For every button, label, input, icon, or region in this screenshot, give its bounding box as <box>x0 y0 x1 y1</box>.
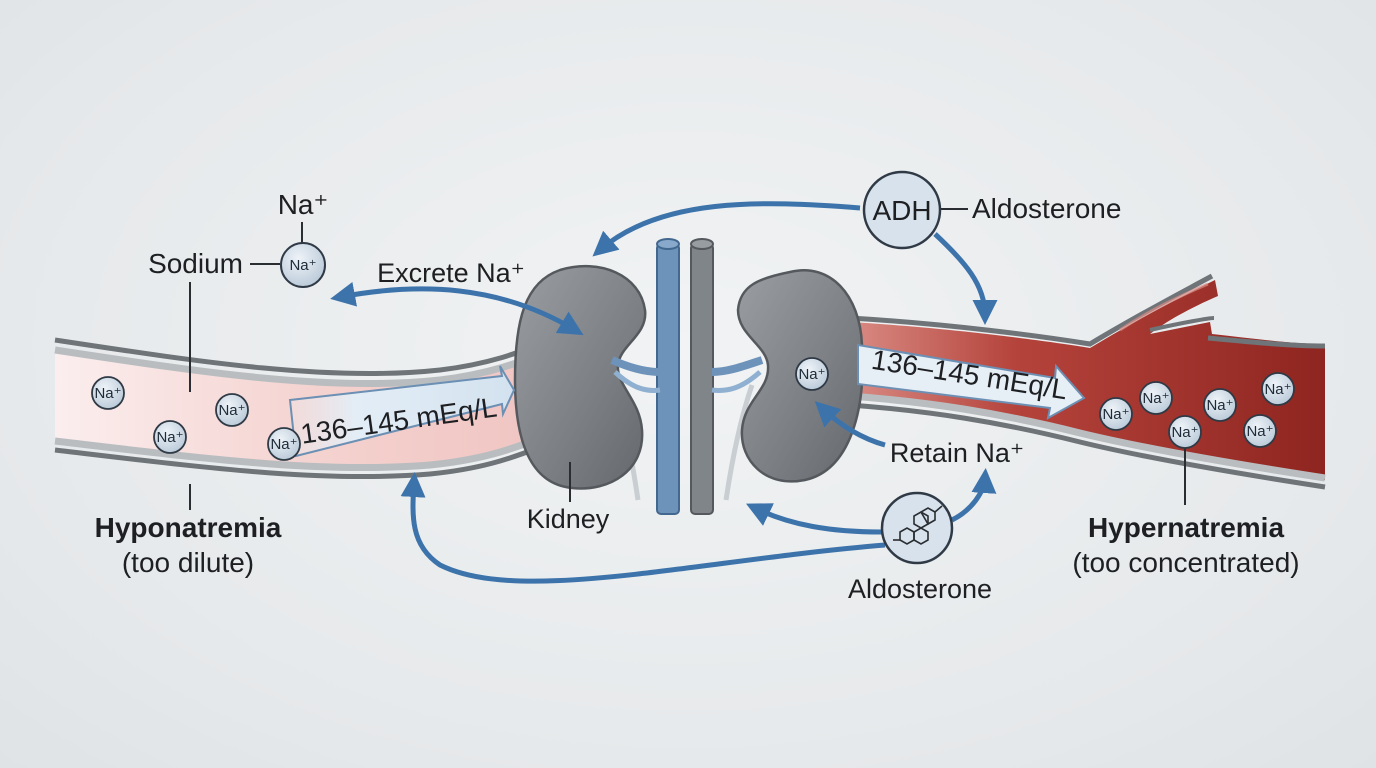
sodium-ion-top: Na⁺ <box>280 242 326 288</box>
sodium-ion: Na⁺ <box>1168 415 1202 449</box>
ion-label: Na⁺ <box>1171 424 1198 441</box>
aldosterone-top-label: Aldosterone <box>972 193 1121 224</box>
na-top-label: Na⁺ <box>278 189 329 220</box>
right-blood-vessel <box>849 273 1326 490</box>
ion-label: Na⁺ <box>94 385 121 402</box>
ion-label: Na⁺ <box>218 402 245 419</box>
hypernatremia-subtitle: (too concentrated) <box>1072 547 1299 578</box>
ions-left-vessel: Na⁺ Na⁺ Na⁺ Na⁺ <box>91 376 301 461</box>
sodium-label: Sodium <box>148 248 243 279</box>
adh-hormone-node: ADH <box>862 170 942 250</box>
ion-in-kidney: Na⁺ <box>795 357 829 391</box>
hyponatremia-title: Hyponatremia <box>95 512 282 543</box>
sodium-ion: Na⁺ <box>1139 381 1173 415</box>
sodium-ion: Na⁺ <box>795 357 829 391</box>
aldosterone-bottom-label: Aldosterone <box>848 574 992 604</box>
ion-label: Na⁺ <box>1206 397 1233 414</box>
hypernatremia-title: Hypernatremia <box>1088 512 1285 543</box>
ion-label: Na⁺ <box>1102 406 1129 423</box>
ion-label: Na⁺ <box>289 257 316 274</box>
regulation-arrows <box>330 201 998 584</box>
range-arrow-left <box>288 365 516 458</box>
ion-label: Na⁺ <box>156 429 183 446</box>
sodium-ion: Na⁺ <box>1243 414 1277 448</box>
connector-lines <box>189 208 1186 510</box>
ion-label: Na⁺ <box>1264 381 1291 398</box>
ion-label: Na⁺ <box>270 436 297 453</box>
retain-label: Retain Na⁺ <box>890 438 1024 468</box>
adh-label: ADH <box>872 195 931 226</box>
excrete-label: Excrete Na⁺ <box>377 258 525 288</box>
left-kidney-shape <box>513 265 647 490</box>
ion-label: Na⁺ <box>1246 423 1273 440</box>
range-arrow-right <box>857 343 1086 420</box>
sodium-ion: Na⁺ <box>153 420 187 454</box>
sodium-ion: Na⁺ <box>267 427 301 461</box>
steroid-molecule-icon <box>893 505 943 545</box>
kidney-label: Kidney <box>527 504 610 534</box>
sodium-ion: Na⁺ <box>1261 372 1295 406</box>
hyponatremia-subtitle: (too dilute) <box>122 547 254 578</box>
ion-label: Na⁺ <box>1142 390 1169 407</box>
sodium-ion: Na⁺ <box>215 393 249 427</box>
ion-label: Na⁺ <box>798 366 825 383</box>
sodium-ion: Na⁺ <box>1203 388 1237 422</box>
sodium-ion: Na⁺ <box>91 376 125 410</box>
aldosterone-molecule-node <box>880 491 954 565</box>
sodium-ion: Na⁺ <box>1099 397 1133 431</box>
ions-right-vessel: Na⁺Na⁺Na⁺Na⁺Na⁺Na⁺ <box>1099 372 1295 449</box>
